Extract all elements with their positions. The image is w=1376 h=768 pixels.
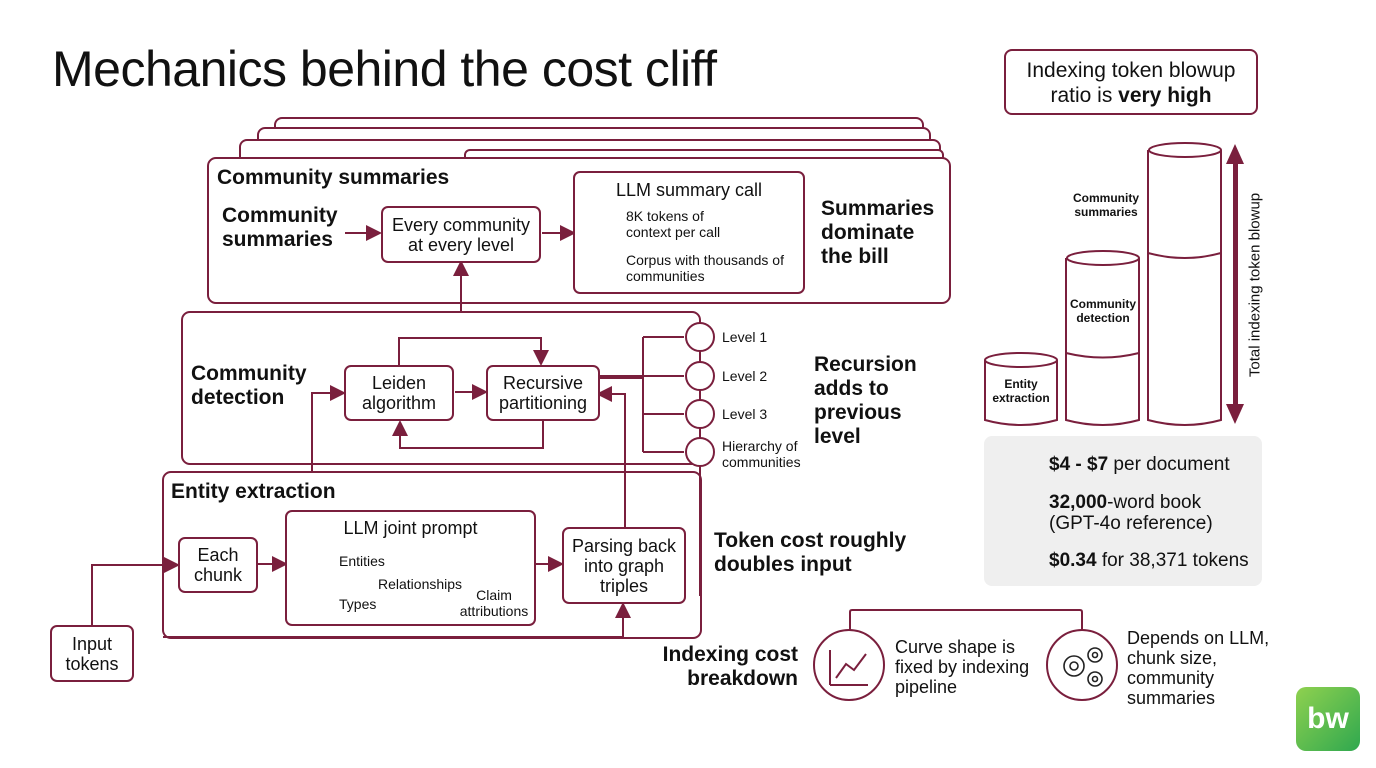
callout-line2: ratio is very high (1050, 84, 1212, 107)
callout-line1: Indexing token blowup (1026, 59, 1236, 82)
cost-row-per-document: $4 - $7 per document (1049, 454, 1230, 475)
relationships-label: Relationships (378, 576, 463, 592)
axis-label: Total indexing token blowup (1246, 192, 1264, 378)
leiden-box: Leiden algorithm (344, 365, 454, 421)
every-community-box: Every community at every level (381, 206, 541, 263)
breakdown-label: Indexing cost breakdown (662, 643, 798, 690)
brand-logo: bw (1296, 687, 1360, 751)
hierarchy-label: Hierarchy of communities (722, 438, 801, 470)
stack-extraction-label: Entity extraction (992, 377, 1050, 405)
llm-item-corpus: Corpus with thousands of communities (626, 252, 784, 284)
extraction-side-label: Token cost roughly doubles input (714, 529, 907, 576)
input-tokens-box: Input tokens (50, 625, 134, 682)
cost-panel (984, 436, 1262, 586)
curve-shape-text: Curve shape is fixed by indexing pipelin… (895, 637, 1030, 697)
summaries-side-label: Summaries dominate the bill (821, 197, 935, 268)
llm-summary-title: LLM summary call (615, 180, 763, 200)
summaries-left-label: Community summaries (222, 204, 338, 251)
llm-item-tokens: 8K tokens of context per call (626, 208, 721, 240)
extraction-panel-title: Entity extraction (171, 480, 336, 503)
llm-joint-prompt-box: LLM joint prompt (285, 510, 536, 626)
blowup-callout: Indexing token blowup ratio is very high (1004, 49, 1258, 115)
cost-row-book: 32,000-word book (GPT-4o reference) (1049, 492, 1213, 534)
summaries-panel-title: Community summaries (217, 166, 450, 189)
types-label: Types (339, 596, 377, 612)
level-2-label: Level 2 (722, 368, 768, 384)
claims-label: Claim attributions (459, 587, 529, 619)
depends-text: Depends on LLM, chunk size, community su… (1127, 628, 1270, 708)
cost-row-tokens: $0.34 for 38,371 tokens (1049, 550, 1249, 571)
level-1-label: Level 1 (722, 329, 768, 345)
entities-label: Entities (339, 553, 385, 569)
recursive-box: Recursive partitioning (486, 365, 600, 421)
stack-summaries-label: Community summaries (1073, 191, 1139, 219)
llm-summary-call-box: LLM summary call (573, 171, 805, 294)
detection-label: Community detection (191, 362, 307, 409)
each-chunk-box: Each chunk (178, 537, 258, 593)
level-3-label: Level 3 (722, 406, 768, 422)
stack-detection-label: Community detection (1070, 297, 1136, 325)
page-title: Mechanics behind the cost cliff (52, 41, 717, 97)
recursion-side-label: Recursion adds to previous level (814, 353, 917, 448)
parsing-box: Parsing back into graph triples (562, 527, 686, 604)
joint-prompt-title: LLM joint prompt (343, 518, 478, 538)
